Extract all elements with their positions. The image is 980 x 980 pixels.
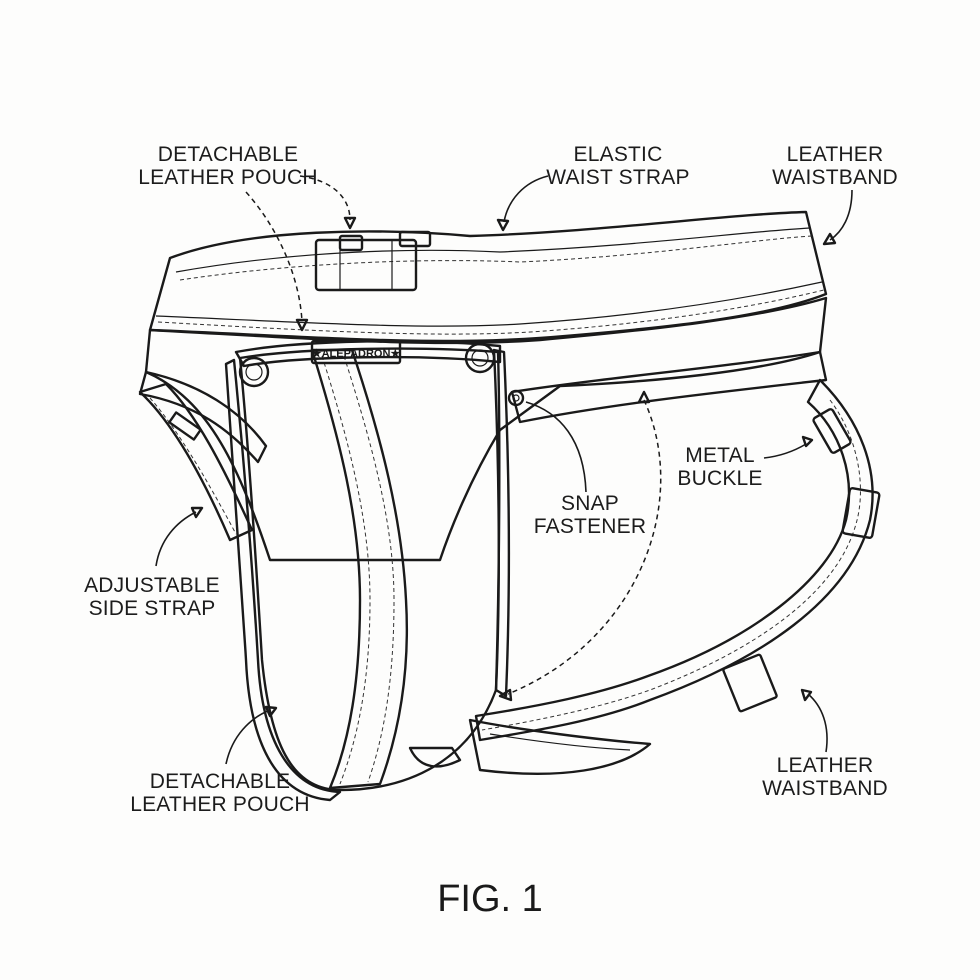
lower-cup bbox=[468, 718, 652, 775]
label-snap-fastener: SNAP FASTENER bbox=[533, 492, 647, 538]
leader-lines bbox=[155, 175, 853, 765]
label-elastic-waist-strap: ELASTIC WAIST STRAP bbox=[546, 143, 690, 189]
label-detachable-pouch-bottom: DETACHABLE LEATHER POUCH bbox=[130, 770, 310, 816]
left-side-strap bbox=[138, 382, 254, 542]
label-metal-buckle: METAL BUCKLE bbox=[677, 444, 763, 490]
figure-caption: FIG. 1 bbox=[437, 878, 543, 920]
brand-tag-text: ★ALEPADRON★ bbox=[312, 348, 401, 360]
label-detachable-pouch-top: DETACHABLE LEATHER POUCH bbox=[138, 143, 318, 189]
mesh-panel bbox=[138, 296, 828, 562]
rear-buckle bbox=[314, 230, 432, 292]
label-leather-waistband-top: LEATHER WAISTBAND bbox=[772, 143, 898, 189]
right-leg-strap bbox=[474, 378, 881, 742]
label-leather-waistband-bottom: LEATHER WAISTBAND bbox=[762, 754, 888, 800]
elastic-waistband bbox=[148, 210, 828, 343]
brand-tag bbox=[310, 339, 402, 365]
leather-pouch: ★ALEPADRON★ bbox=[224, 339, 525, 802]
label-adjustable-side-strap: ADJUSTABLE SIDE STRAP bbox=[84, 574, 220, 620]
